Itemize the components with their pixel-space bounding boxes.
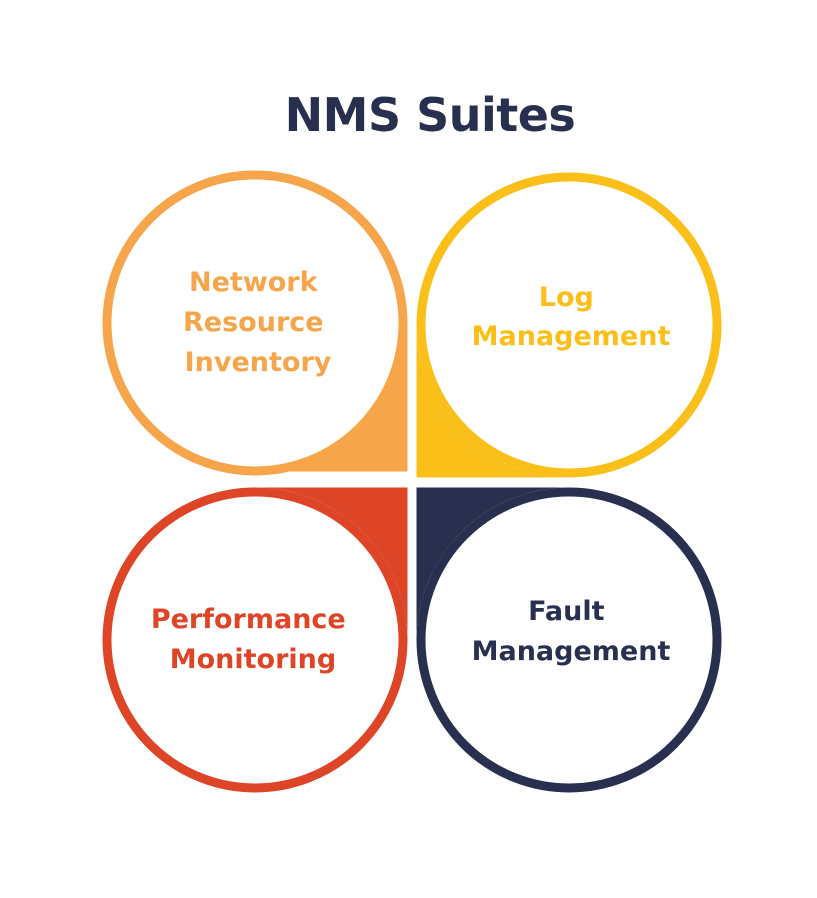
label-line: Management — [472, 321, 671, 352]
label-line: Management — [472, 636, 671, 667]
quadrant-label: Log Management — [472, 282, 671, 352]
quadrant-corner-fill — [416, 325, 569, 478]
quadrant-corner-fill — [255, 323, 408, 472]
quadrant-label: Fault Management — [472, 596, 671, 667]
quadrant-ring — [102, 170, 408, 476]
quadrant-ring — [416, 487, 722, 793]
quadrant-fault-management: Fault Management — [416, 487, 722, 793]
label-line: Resource — [183, 307, 324, 338]
quadrant-performance-monitoring: Performance Monitoring — [102, 487, 408, 793]
label-line: Network — [189, 267, 319, 298]
label-line: Log — [539, 282, 594, 313]
quadrant-label: Network Resource Inventory — [183, 267, 333, 378]
label-line: Monitoring — [170, 644, 336, 675]
quadrant-corner-fill — [416, 487, 569, 640]
quadrant-log-management: Log Management — [416, 172, 722, 478]
label-line: Fault — [528, 596, 605, 627]
quadrant-ring — [102, 487, 408, 793]
diagram-title: NMS Suites — [284, 88, 576, 142]
quadrant-label: Performance Monitoring — [151, 604, 355, 675]
quadrant-corner-fill — [255, 487, 408, 640]
label-line: Performance — [151, 604, 346, 635]
quadrant-ring — [416, 172, 722, 478]
quadrant-network-resource-inventory: Network Resource Inventory — [102, 170, 408, 476]
label-line: Inventory — [185, 347, 332, 378]
